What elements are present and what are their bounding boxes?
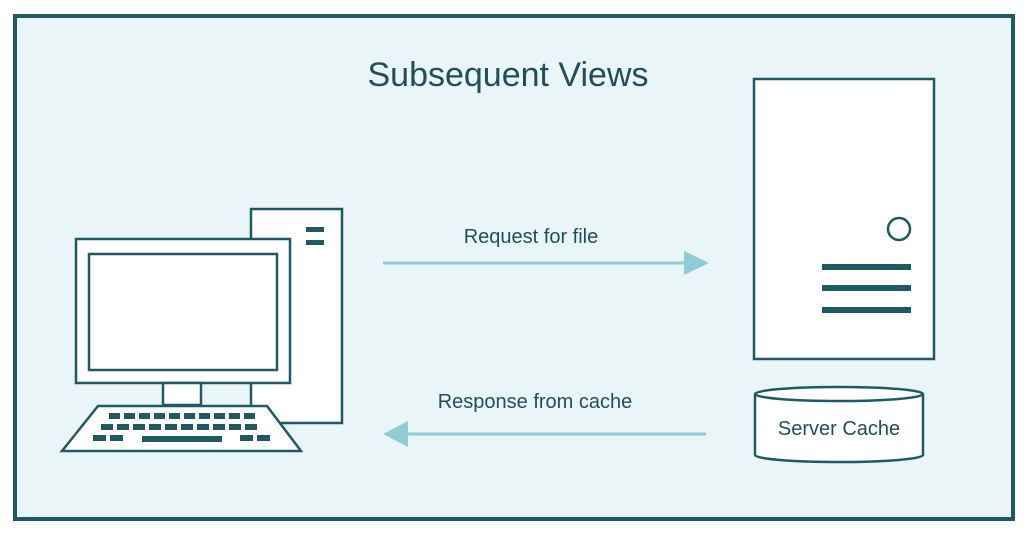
keyboard-keys — [93, 413, 270, 442]
database-cylinder-icon: Server Cache — [753, 385, 925, 464]
tower-slot — [306, 240, 324, 245]
response-arrow — [383, 421, 706, 447]
server-vent-line — [822, 264, 911, 270]
cache-top — [753, 385, 925, 403]
diagram-title: Subsequent Views — [367, 56, 648, 94]
cache-body — [753, 394, 925, 464]
monitor-stand — [161, 381, 203, 407]
server-case — [752, 77, 936, 361]
cache-label: Server Cache — [778, 418, 900, 440]
server-power-button — [886, 216, 912, 242]
desktop-computer-icon — [59, 207, 344, 453]
monitor-screen — [87, 252, 279, 372]
response-arrowhead — [383, 421, 408, 447]
server-tower-icon — [752, 77, 936, 361]
request-label: Request for file — [464, 226, 599, 248]
request-arrow — [383, 251, 709, 275]
response-label: Response from cache — [438, 391, 633, 413]
tower-slot — [306, 227, 324, 232]
request-arrowhead — [684, 251, 709, 275]
server-vent-line — [822, 285, 911, 291]
server-vent-line — [822, 307, 911, 313]
